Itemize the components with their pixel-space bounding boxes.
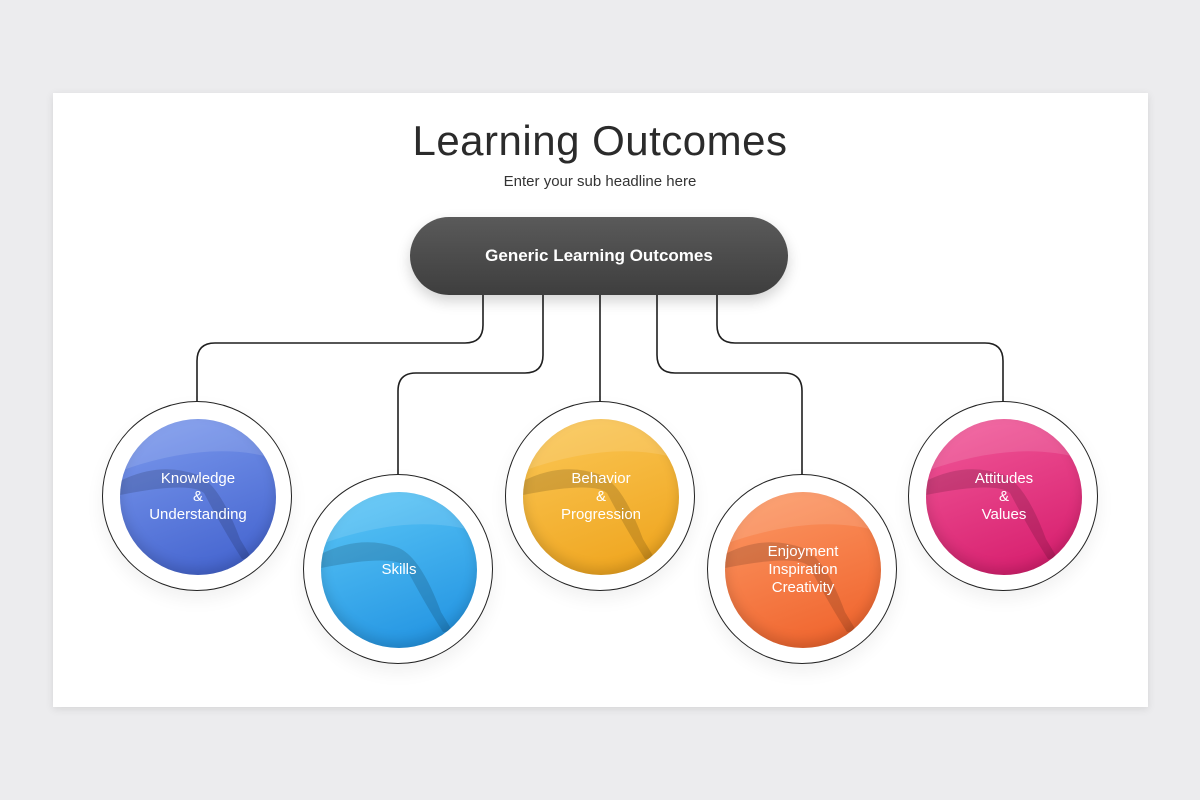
node-behavior-label: Behavior & Progression bbox=[560, 470, 642, 523]
node-attitudes: Attitudes & Values bbox=[908, 401, 1098, 591]
node-knowledge: Knowledge & Understanding bbox=[102, 401, 292, 591]
connector-knowledge bbox=[196, 295, 484, 401]
node-enjoyment-disc: Enjoyment Inspiration Creativity bbox=[725, 492, 881, 648]
gloss-swoosh bbox=[321, 492, 477, 632]
node-skills-label: Skills bbox=[381, 561, 417, 578]
node-behavior: Behavior & Progression bbox=[505, 401, 695, 591]
gloss-swoosh bbox=[926, 419, 1082, 559]
node-attitudes-disc: Attitudes & Values bbox=[926, 419, 1082, 575]
connector-skills bbox=[397, 295, 544, 474]
root-node-label: Generic Learning Outcomes bbox=[485, 246, 713, 265]
node-enjoyment: Enjoyment Inspiration Creativity bbox=[707, 474, 897, 664]
root-node: Generic Learning Outcomes bbox=[410, 217, 788, 295]
node-skills: Skills bbox=[303, 474, 493, 664]
page-title: Learning Outcomes bbox=[412, 117, 788, 164]
node-knowledge-label: Knowledge & Understanding bbox=[149, 470, 247, 523]
gloss-swoosh bbox=[523, 419, 679, 559]
node-attitudes-label: Attitudes & Values bbox=[974, 470, 1034, 523]
node-enjoyment-label: Enjoyment Inspiration Creativity bbox=[767, 543, 839, 596]
node-behavior-disc: Behavior & Progression bbox=[523, 419, 679, 575]
node-knowledge-disc: Knowledge & Understanding bbox=[120, 419, 276, 575]
gloss-swoosh bbox=[725, 492, 881, 632]
connector-attitudes bbox=[716, 295, 1004, 401]
gloss-swoosh bbox=[120, 419, 276, 559]
connector-enjoyment bbox=[656, 295, 803, 474]
page-subtitle: Enter your sub headline here bbox=[503, 173, 697, 190]
node-skills-disc: Skills bbox=[321, 492, 477, 648]
